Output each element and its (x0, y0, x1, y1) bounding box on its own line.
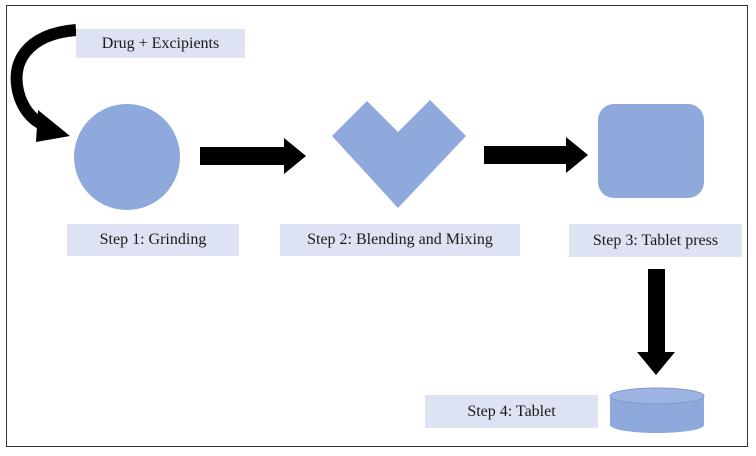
step3-label: Step 3: Tablet press (569, 224, 742, 257)
step2-label: Step 2: Blending and Mixing (280, 224, 520, 256)
tablet-press-square (598, 104, 704, 198)
input-curved-arrow (10, 24, 77, 132)
tablet-cylinder (610, 396, 704, 433)
grinding-circle (74, 104, 180, 210)
input-arrowhead (36, 110, 70, 142)
step4-label: Step 4: Tablet (425, 395, 598, 428)
arrow-step1-to-step2 (200, 138, 306, 174)
arrow-step2-to-step3 (484, 137, 588, 173)
input-label: Drug + Excipients (76, 29, 245, 58)
tablet-top (609, 387, 705, 405)
blender-v-shape (332, 100, 466, 208)
arrow-step3-to-step4 (637, 269, 675, 375)
step1-label: Step 1: Grinding (67, 224, 239, 256)
